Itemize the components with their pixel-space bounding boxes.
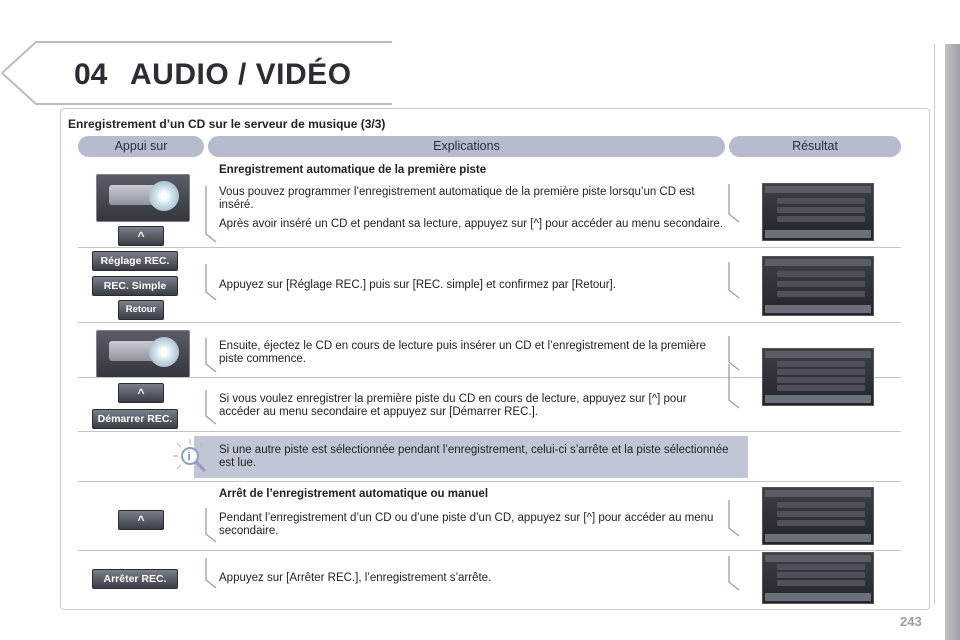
side-tab-bar [945,44,960,640]
content-frame [60,108,930,610]
rec-simple-button-image: REC. Simple [92,276,178,296]
chapter-number: 04 [74,58,108,91]
row-divider [78,322,901,323]
bracket-icon [728,364,740,409]
bracket-icon [205,508,217,543]
column-header-press: Appui sur [78,136,204,157]
bracket-icon [205,558,217,589]
rec-settings-paragraph: Appuyez sur [Réglage REC.] puis sur [REC… [219,279,616,291]
bracket-icon [728,556,740,591]
bracket-icon [728,500,740,537]
reglage-rec-button-image: Réglage REC. [92,251,178,271]
bracket-icon [728,184,740,223]
bracket-icon [728,262,740,299]
cd-disc-icon [149,181,179,211]
chapter-tab-outline [1,41,392,105]
info-magnifier-icon: i [173,439,207,473]
row-divider [78,431,901,432]
cd-insert-image [96,174,190,222]
result-screen-tracklist [762,348,874,406]
row-divider [78,377,901,378]
column-header-explanations: Explications [208,136,725,157]
tip-box [194,436,748,478]
result-screen-rec-settings [762,256,874,316]
bracket-icon [205,264,217,301]
arreter-rec-button-image: Arrêter REC. [92,569,178,589]
bracket-icon [205,186,217,243]
svg-text:i: i [188,451,191,463]
page-number: 243 [900,614,922,629]
demarrer-rec-button-image: Démarrer REC. [92,409,178,429]
row-divider [78,550,901,551]
auto-record-paragraph-2: Après avoir inséré un CD et pendant sa l… [219,218,724,230]
side-divider [934,44,935,604]
stop-record-paragraph-1: Pendant l’enregistrement d’un CD ou d’un… [219,512,714,537]
result-screen-album [762,183,874,241]
tip-text: Si une autre piste est sélectionnée pend… [219,444,729,469]
row-divider [78,247,901,248]
result-screen-album-2 [762,487,874,545]
row-divider [78,481,901,482]
eject-paragraph: Ensuite, éjectez le CD en cours de lectu… [219,340,707,365]
bracket-icon [205,390,217,425]
caret-button-image: ^ [118,383,164,403]
retour-button-image: Retour [118,300,164,320]
caret-button-image: ^ [118,510,164,530]
auto-record-title: Enregistrement automatique de la premièr… [219,164,487,176]
stop-record-paragraph-2: Appuyez sur [Arrêter REC.], l’enregistre… [219,572,492,584]
bracket-icon [205,338,217,373]
auto-record-paragraph-1: Vous pouvez programmer l’enregistrement … [219,186,695,211]
start-rec-paragraph: Si vous voulez enregistrer la première p… [219,393,687,418]
section-title: Enregistrement d’un CD sur le serveur de… [68,117,386,131]
bracket-icon [728,336,740,371]
caret-label: ^ [137,229,145,243]
stop-record-title: Arrêt de l’enregistrement automatique ou… [219,488,489,500]
cd-eject-image [96,330,190,378]
column-header-result: Résultat [729,136,901,157]
result-screen-tracklist-2 [762,552,874,604]
chapter-title: AUDIO / VIDÉO [130,58,352,91]
caret-button-image: ^ [118,226,164,246]
cd-disc-icon [149,337,179,367]
chapter-tab [0,38,392,108]
